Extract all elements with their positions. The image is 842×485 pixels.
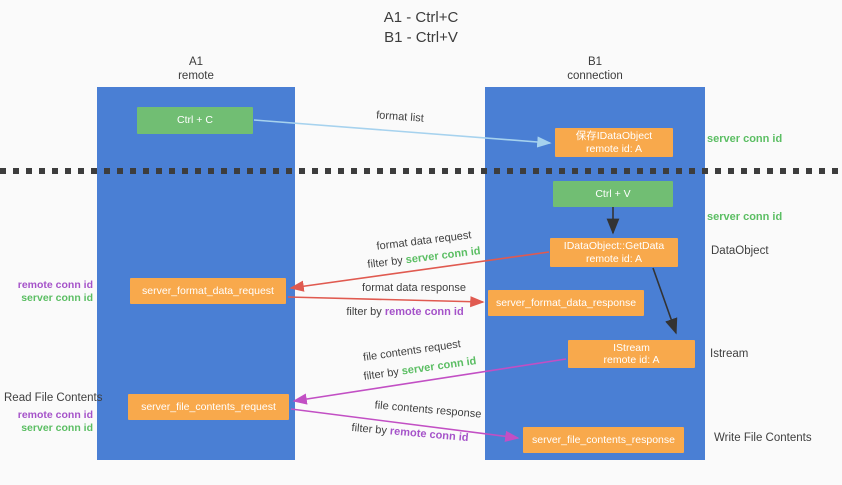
annotation-read-file-contents: Read File Contents [4, 392, 103, 404]
title-line-2: B1 - Ctrl+V [384, 29, 458, 46]
diagram-title: A1 - Ctrl+C B1 - Ctrl+V [0, 8, 842, 48]
filter-value-4: remote conn id [389, 425, 469, 445]
column-b1-label: connection [567, 70, 623, 82]
annotation-dataobject: DataObject [711, 245, 769, 257]
title-line-1: A1 - Ctrl+C [383, 9, 459, 26]
column-b1-id: B1 [587, 56, 603, 68]
filter-by-text-1: filter by [366, 254, 407, 271]
annotation-conn-ids-file: remote conn id server conn id [8, 409, 93, 435]
server-file-contents-request-label: server_file_contents_request [141, 400, 276, 413]
annotation-conn-ids-format: remote conn id server conn id [8, 279, 93, 305]
filter-by-text-2: filter by [346, 306, 385, 318]
server-format-data-response-label: server_format_data_response [495, 296, 637, 309]
phase-separator-line [0, 168, 842, 174]
annotation-server-conn-id-2: server conn id [21, 422, 93, 434]
column-a1-id: A1 [188, 56, 204, 68]
istream-line1: IStream [613, 341, 650, 354]
node-ctrl-c: Ctrl + C [137, 107, 253, 134]
node-server-format-data-request: server_format_data_request [130, 278, 286, 304]
column-header-a1: A1 remote [97, 55, 295, 83]
save-idataobject-line1: 保存IDataObject [575, 130, 653, 142]
label-format-list: format list [375, 109, 425, 125]
server-file-contents-response-label: server_file_contents_response [531, 433, 675, 446]
getdata-line2: remote id: A [585, 252, 643, 265]
node-server-file-contents-response: server_file_contents_response [523, 427, 684, 453]
filter-by-text-4: filter by [351, 421, 391, 438]
ctrl-c-label: Ctrl + C [177, 114, 213, 127]
annotation-remote-conn-id-1: remote conn id [17, 279, 93, 291]
node-istream: IStream remote id: A [568, 340, 695, 368]
arrow-format-data-response [287, 296, 485, 308]
node-ctrl-v: Ctrl + V [553, 181, 673, 207]
annotation-server-conn-id-mid: server conn id [707, 211, 783, 223]
filter-value-2: remote conn id [384, 306, 464, 318]
filter-by-text-3: filter by [362, 365, 403, 383]
getdata-line1: IDataObject::GetData [563, 240, 665, 252]
annotation-server-conn-id-top: server conn id [707, 133, 783, 145]
annotation-istream: Istream [710, 348, 749, 360]
column-header-b1: B1 connection [485, 55, 705, 83]
filter-value-3: server conn id [400, 355, 478, 378]
annotation-remote-conn-id-2: remote conn id [17, 409, 93, 421]
node-save-idataobject: 保存IDataObject remote id: A [555, 128, 673, 157]
label-filter-by-remote-conn-id-1: filter by remote conn id [346, 306, 463, 318]
filter-value-1: server conn id [405, 245, 482, 267]
annotation-write-file-contents: Write File Contents [714, 432, 812, 444]
save-idataobject-line2: remote id: A [585, 142, 643, 155]
node-idataobject-getdata: IDataObject::GetData remote id: A [550, 238, 678, 267]
label-file-contents-response: file contents response [374, 399, 482, 421]
server-format-data-request-label: server_format_data_request [142, 284, 274, 297]
label-format-data-response: format data response [362, 282, 466, 294]
node-server-file-contents-request: server_file_contents_request [128, 394, 289, 420]
node-server-format-data-response: server_format_data_response [488, 290, 644, 316]
column-a1-label: remote [178, 70, 214, 82]
ctrl-v-label: Ctrl + V [595, 187, 631, 200]
annotation-server-conn-id-1: server conn id [21, 292, 93, 304]
istream-line2: remote id: A [603, 354, 660, 366]
label-filter-by-remote-conn-id-2: filter by remote conn id [351, 422, 469, 444]
